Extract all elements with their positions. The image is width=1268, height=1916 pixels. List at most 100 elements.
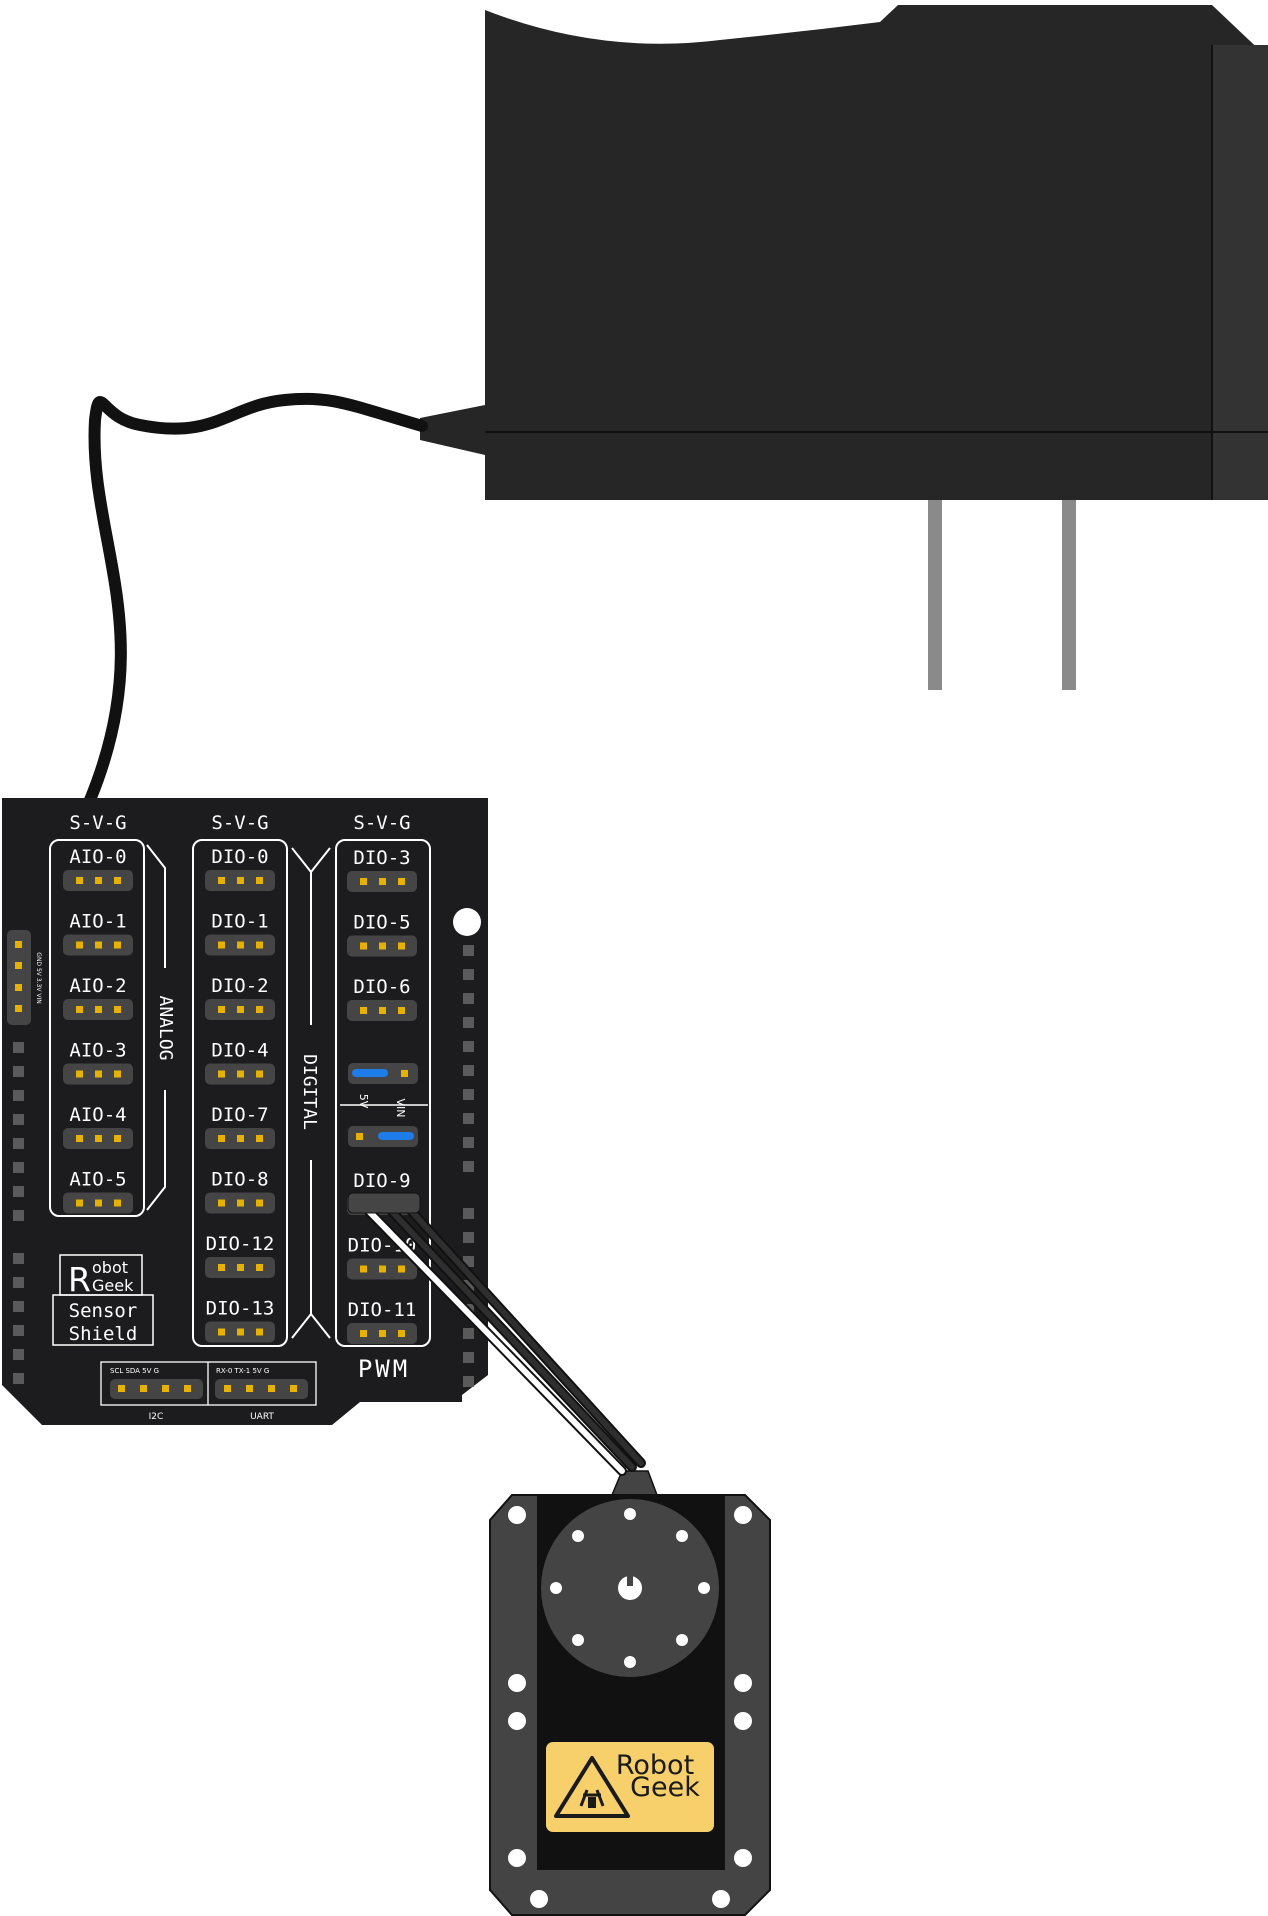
pin-contact [114,941,121,949]
servo-flange-holes [508,1506,752,1908]
power-header-label: GND 5V 3.3V VIN [35,952,42,1003]
pin-contact [256,1199,263,1207]
pin-label: DIO-0 [211,846,268,868]
pin-label: AIO-5 [69,1169,126,1191]
pin-contact [218,1135,225,1142]
edge-pin [13,1114,24,1125]
logo-robot: obot [92,1258,128,1277]
edge-pin [13,1301,24,1312]
pin-contact [256,1264,263,1271]
edge-pin [13,1042,24,1053]
servo-horn-center [618,1576,642,1600]
uart-label: UART [250,1412,274,1422]
digital-pin-rows: DIO-0DIO-1DIO-2DIO-4DIO-7DIO-8DIO-12DIO-… [205,846,275,1343]
pin-contact [379,1330,386,1337]
pin-label: DIO-4 [211,1040,268,1062]
pin-contact [237,1006,244,1013]
pin-contact [398,1330,405,1337]
pin-label: DIO-2 [211,975,268,997]
digital-pin-row: DIO-8 [205,1169,275,1214]
edge-pin [13,1325,24,1336]
power-select-jumper: 5V VIN [340,1063,428,1147]
pin-contact [114,1070,121,1078]
edge-pin [463,1208,474,1219]
edge-pin [463,1376,474,1387]
pin-contact [218,1328,225,1336]
pin-label: AIO-2 [69,975,126,997]
servo-connector [347,1192,421,1214]
pin-label: AIO-0 [69,846,126,868]
pin-contact [256,941,263,949]
servo-motor: Robot Geek [489,1470,771,1916]
pin-contact [237,1070,244,1078]
pin-contact [360,942,367,950]
i2c-label: I2C [149,1412,164,1422]
jumper-blue-bottom [378,1132,414,1140]
edge-pin [13,1349,24,1360]
analog-pin-row: AIO-3 [63,1040,133,1085]
pin-contact [76,1006,83,1013]
jumper-blue-top [352,1069,388,1077]
pin-label: DIO-12 [206,1233,275,1255]
analog-label: ANALOG [155,995,176,1060]
pin-contact [218,941,225,949]
digital-pin-row: DIO-12 [205,1233,275,1278]
pin-label: DIO-13 [206,1298,275,1320]
pin-contact [237,1264,244,1271]
edge-pin [463,1352,474,1363]
pin-label: DIO-7 [211,1104,268,1126]
edge-pin [13,1210,24,1221]
edge-pin [13,1138,24,1149]
servo-horn-holes [550,1508,710,1668]
pin-contact [256,1135,263,1142]
logo-geek: Geek [92,1276,134,1295]
pin-contact [237,877,244,884]
pin-contact [218,1070,225,1078]
pwm-pin-row: DIO-6 [347,976,417,1021]
analog-column-frame [49,839,145,1217]
sticker-line2: Geek [630,1772,700,1803]
analog-pin-row: AIO-0 [63,846,133,891]
pwm-pin-row: DIO-5 [347,912,417,957]
pin-label: DIO-6 [353,976,410,998]
pin-contact [76,877,83,884]
pwm-label: PWM [358,1355,410,1383]
pin-contact [379,942,386,950]
analog-column-header: S-V-G [69,812,126,834]
pin-contact [95,877,102,884]
edge-pin [13,1277,24,1288]
digital-pin-row: DIO-4 [205,1040,275,1085]
logo-r: R [68,1260,91,1299]
pin-label: DIO-11 [348,1299,417,1321]
sensor-shield-board: S-V-G S-V-G S-V-G ANALOG DIGITAL AIO-0AI… [2,798,488,1425]
edge-pin [13,1253,24,1264]
jumper-pin-bottom [356,1133,363,1140]
adapter-body [485,5,1268,500]
servo-cable [347,1192,646,1476]
pin-contact [256,1328,263,1336]
pwm-column-header: S-V-G [353,812,410,834]
edge-pin [463,1256,474,1267]
pin-contact [95,1135,102,1142]
pin-contact [114,1006,121,1013]
pin-label: DIO-5 [353,912,410,934]
pin-contact [237,941,244,949]
uart-pins-label: RX-0 TX-1 5V G [216,1367,269,1375]
pin-label: AIO-1 [69,911,126,933]
pin-contact [95,1070,102,1078]
pin-contact [95,1006,102,1013]
pin-contact [398,1007,405,1014]
pin-contact [114,1199,121,1207]
pin-contact [360,878,367,885]
left-edge-header [13,1042,24,1384]
edge-pin [463,1161,474,1172]
power-header: GND 5V 3.3V VIN [7,930,42,1025]
pin-contact [360,1265,367,1273]
edge-pin [13,1162,24,1173]
edge-pin [463,1041,474,1052]
sticker-line1: Robot [616,1750,694,1781]
edge-pin [463,945,474,956]
